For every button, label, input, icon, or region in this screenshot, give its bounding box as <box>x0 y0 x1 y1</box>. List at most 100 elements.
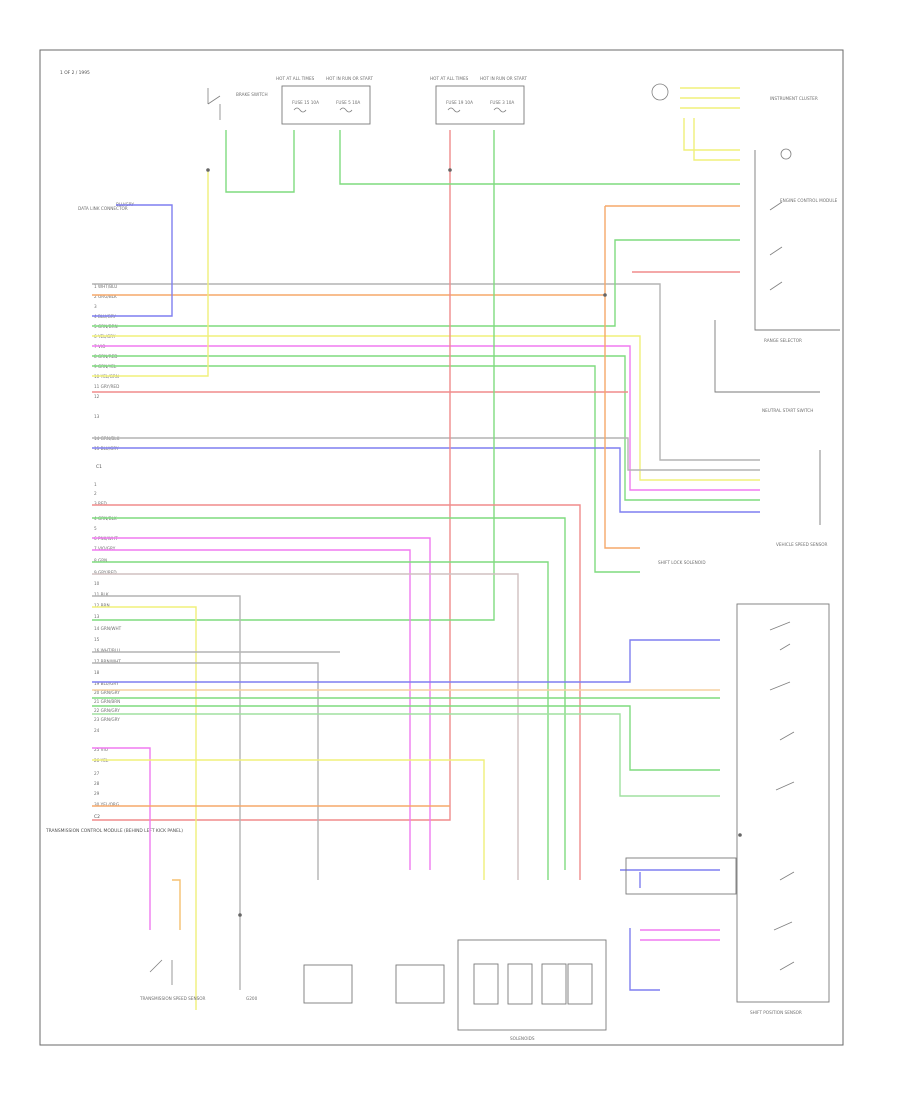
c2-pin-24: 24 <box>94 728 100 733</box>
wire-c1-9-green <box>92 365 640 573</box>
junction-3 <box>448 168 452 172</box>
c2-pin-22: 22 GRN/GRY <box>94 708 120 713</box>
wire-c2-7-magenta <box>92 549 411 870</box>
wire-c1-6-yellow <box>92 335 760 481</box>
hot-label-4: HOT IN RUN OR START <box>480 76 527 81</box>
c1-label: C1 <box>96 464 102 470</box>
shift-solenoid-box-2 <box>395 964 445 1004</box>
sensor-switch-symbols <box>769 621 795 971</box>
junctions <box>206 168 742 917</box>
c1-pin-3: 3 <box>94 304 97 309</box>
c2-pin-14: 14 GRN/WHT <box>94 626 122 631</box>
left-sensor-switch <box>149 959 173 985</box>
wire-c2-8-green <box>92 561 549 880</box>
ecm-label: ENGINE CONTROL MODULE <box>780 198 838 203</box>
range-selector-outline <box>754 150 840 331</box>
wire-c2-26-yellow <box>92 759 485 880</box>
junction-2 <box>206 168 210 172</box>
wire-fuse-blue-green <box>339 130 740 185</box>
fuse-label-1: FUSE 15 10A <box>292 100 319 105</box>
connector-c1: C1 1 WHT/BLU 2 ORG/BLK 3 4 BLU/GRY 5 GRN… <box>94 284 120 470</box>
fuse-symbol-4 <box>493 107 507 113</box>
solenoid-group-outline <box>457 939 607 1031</box>
ecm-ground-icon <box>780 148 792 160</box>
data-link-label: DATA LINK CONNECTOR <box>78 206 128 211</box>
tcm-label: TRANSMISSION CONTROL MODULE (BEHIND LEFT… <box>45 828 183 834</box>
brake-switch-symbol <box>207 88 221 120</box>
solenoid-b <box>507 963 533 1005</box>
c2-pin-21: 21 GRN/BRN <box>94 699 120 704</box>
c1-pin-13: 13 <box>94 414 100 419</box>
wire-c2-9-gray <box>92 573 519 880</box>
wires <box>92 87 760 1010</box>
c2-pin-11: 11 BLK <box>94 592 109 597</box>
hot-label-1: HOT AT ALL TIMES <box>276 76 315 81</box>
c2-pin-7: 7 VIO/GRY <box>94 546 116 551</box>
left-sensor-label: TRANSMISSION SPEED SENSOR <box>139 996 206 1001</box>
wire-c1-7-magenta <box>92 345 760 491</box>
fuse-label-3: FUSE 19 10A <box>446 100 473 105</box>
solenoid-a <box>473 963 499 1005</box>
wire-fuse-green <box>92 130 495 621</box>
fuse-label-4: FUSE 3 10A <box>490 100 514 105</box>
c2-pin-13: 13 <box>94 614 100 619</box>
connector-c2: 1 2 3 RED 4 GRN/BLK 5 6 PNK/WHT 7 VIO/GR… <box>94 482 122 820</box>
wire-ss-magenta <box>640 929 720 941</box>
c2-pin-3: 3 RED <box>94 501 107 506</box>
wire-ecm-orange <box>604 205 740 549</box>
fuse-box-right <box>435 85 525 125</box>
c2-pin-18: 18 <box>94 670 100 675</box>
shift-solenoid-box-1 <box>303 964 353 1004</box>
wire-c2-3-red <box>92 504 581 880</box>
neutral-start-outline <box>714 320 820 393</box>
shift-position-sensor-box <box>736 603 830 1003</box>
wire-c2-25-magenta <box>92 747 151 930</box>
instrument-cluster-label: INSTRUMENT CLUSTER <box>770 96 818 101</box>
wire-c2-12-yellow <box>92 606 197 1010</box>
fuse-symbol-1 <box>293 107 307 113</box>
c2-pin-20: 20 GRN/GRY <box>94 690 120 695</box>
sensor-switch-1 <box>769 621 795 971</box>
speed-sensor-inner-box <box>625 857 737 895</box>
wire-c2-17-gray <box>92 662 319 880</box>
c2-pin-23: 23 GRN/GRY <box>94 717 120 722</box>
c2-pin-30: 30 YEL/ORG <box>94 802 119 807</box>
fuse-symbol-2 <box>339 107 353 113</box>
c2-pin-1: 1 <box>94 482 97 487</box>
c2-pin-19: 19 BLU/GRY <box>94 681 119 686</box>
shift-lock-label: SHIFT LOCK SOLENOID <box>658 560 706 565</box>
wire-c2-22-green <box>92 705 720 771</box>
wire-c2-23-green <box>92 713 720 797</box>
gauge-icon <box>651 83 669 101</box>
hot-label-3: HOT AT ALL TIMES <box>430 76 469 81</box>
wire-left-switch-orange <box>172 879 181 930</box>
range-selector-contacts <box>769 201 783 291</box>
wire-c1-10-yellow <box>92 170 209 377</box>
junction-1 <box>603 293 607 297</box>
wire-ss-blue <box>629 872 660 991</box>
c2-pin-2: 2 <box>94 491 97 496</box>
c2-label: C2 <box>94 814 100 820</box>
neutral-start-label: NEUTRAL START SWITCH <box>762 408 813 413</box>
vss-label: VEHICLE SPEED SENSOR <box>776 542 828 547</box>
c2-pin-9: 9 GRY/RED <box>94 570 117 575</box>
range-selector-label: RANGE SELECTOR <box>764 338 802 343</box>
c2-pin-5: 5 <box>94 526 97 531</box>
c2-pin-15: 15 <box>94 637 100 642</box>
wire-c1-8-green <box>92 355 760 501</box>
c2-pin-28: 28 <box>94 781 100 786</box>
c2-pin-12: 12 BRN <box>94 603 110 608</box>
brake-switch-label: BRAKE SWITCH <box>236 92 268 97</box>
junction-4 <box>738 833 742 837</box>
fuse-label-2: FUSE 5 10A <box>336 100 360 105</box>
wire-brake-green <box>225 130 295 193</box>
c2-pin-25: 25 VIO <box>94 747 109 752</box>
c1-pin-12: 12 <box>94 394 100 399</box>
solenoid-c <box>541 963 567 1005</box>
data-link-connector: DATA LINK CONNECTOR BLU/GRY <box>78 202 134 211</box>
c2-pin-27: 27 <box>94 771 100 776</box>
wire-c1-15-blue <box>92 447 760 513</box>
solenoid-d <box>567 963 593 1005</box>
right-top-modules: INSTRUMENT CLUSTER ENGINE CONTROL MODULE… <box>651 83 838 565</box>
